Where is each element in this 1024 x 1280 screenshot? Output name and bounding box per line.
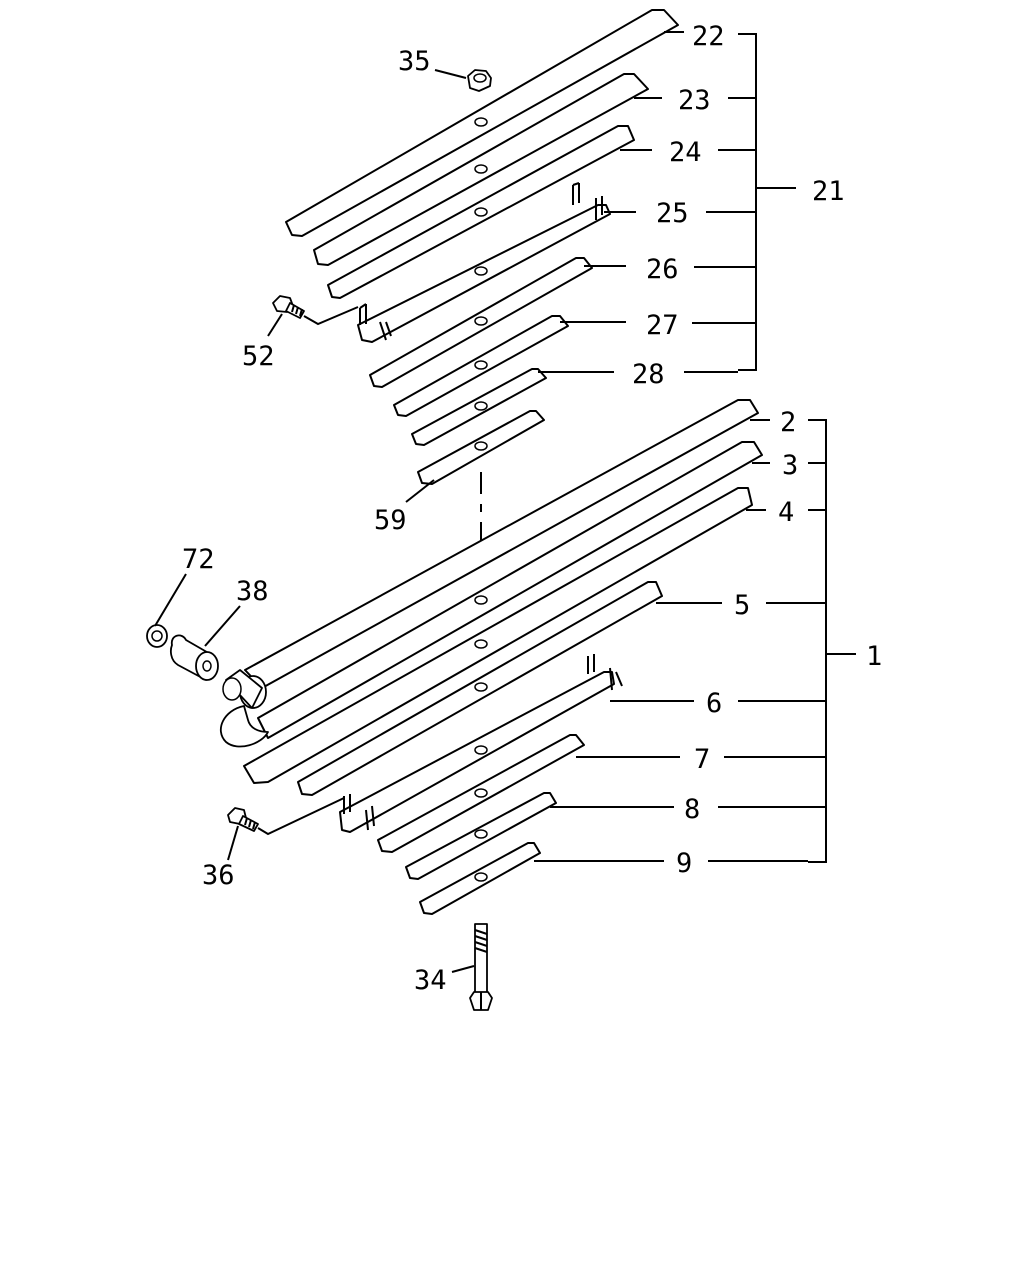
callout-7: 7 bbox=[694, 744, 710, 775]
callout-36: 36 bbox=[202, 860, 235, 891]
bolt-36-ref-line bbox=[257, 797, 345, 836]
center-bolt-34 bbox=[469, 923, 493, 1011]
callout-52: 52 bbox=[242, 341, 275, 372]
callout-labels: 22 23 24 25 26 27 28 21 35 52 59 2 3 4 5… bbox=[182, 21, 882, 996]
callout-25: 25 bbox=[656, 198, 689, 229]
callout-9: 9 bbox=[676, 848, 692, 879]
leaf-22-hole bbox=[474, 117, 488, 127]
lower-spring-assembly bbox=[220, 399, 763, 915]
leaf-9-hole bbox=[474, 872, 488, 882]
callout-28: 28 bbox=[632, 359, 665, 390]
leaf-25-clip-right bbox=[572, 182, 580, 205]
leaf-2-eye-end bbox=[222, 677, 242, 701]
leaf-25-hole bbox=[474, 266, 488, 276]
leaf-59-hole bbox=[474, 441, 488, 451]
leaf-8-hole bbox=[474, 829, 488, 839]
callout-8: 8 bbox=[684, 794, 700, 825]
callout-24: 24 bbox=[669, 137, 702, 168]
bolt-52-ref-line bbox=[303, 306, 359, 326]
leaf-6-hole bbox=[474, 745, 488, 755]
leaf-28-hole bbox=[474, 401, 488, 411]
callout-2: 2 bbox=[780, 407, 796, 438]
callout-1: 1 bbox=[866, 641, 882, 672]
leaf-4-hole bbox=[474, 595, 488, 605]
callout-5: 5 bbox=[734, 590, 750, 621]
callout-72: 72 bbox=[182, 544, 215, 575]
leaf-25-clip-right2 bbox=[595, 196, 603, 220]
callout-4: 4 bbox=[778, 497, 794, 528]
leaf-3 bbox=[257, 441, 763, 739]
leaf-26-hole bbox=[474, 316, 488, 326]
washer-72 bbox=[146, 624, 168, 648]
callout-59: 59 bbox=[374, 505, 407, 536]
callout-34: 34 bbox=[414, 965, 447, 996]
leaf-23-hole bbox=[474, 164, 488, 174]
leaf-6-clip-right bbox=[587, 654, 595, 674]
callout-6: 6 bbox=[706, 688, 722, 719]
leaf-6-clip-right2 bbox=[609, 667, 623, 691]
bolt-36 bbox=[227, 807, 259, 832]
callout-27: 27 bbox=[646, 310, 679, 341]
leaf-4 bbox=[243, 487, 753, 784]
leaf-25-bracket bbox=[379, 321, 392, 341]
leaf-5-hole bbox=[474, 682, 488, 692]
bolt-52 bbox=[272, 295, 305, 319]
leaf-3-eye bbox=[220, 705, 269, 748]
bushing-38 bbox=[170, 634, 219, 681]
callout-35: 35 bbox=[398, 46, 431, 77]
leader-lines bbox=[154, 31, 856, 973]
upper-spring-assembly bbox=[285, 9, 679, 485]
callout-21: 21 bbox=[812, 176, 845, 207]
callout-38: 38 bbox=[236, 576, 269, 607]
leaf-27-hole bbox=[474, 360, 488, 370]
callout-3: 3 bbox=[782, 450, 798, 481]
callout-22: 22 bbox=[692, 21, 725, 52]
leaf-3-hole bbox=[474, 639, 488, 649]
callout-23: 23 bbox=[678, 85, 711, 116]
leaf-6-clip-left2 bbox=[365, 805, 375, 831]
nut-35 bbox=[467, 69, 492, 92]
leaf-7-hole bbox=[474, 788, 488, 798]
callout-26: 26 bbox=[646, 254, 679, 285]
leaf-25-clip-left bbox=[359, 303, 367, 325]
leaf-24-hole bbox=[474, 207, 488, 217]
